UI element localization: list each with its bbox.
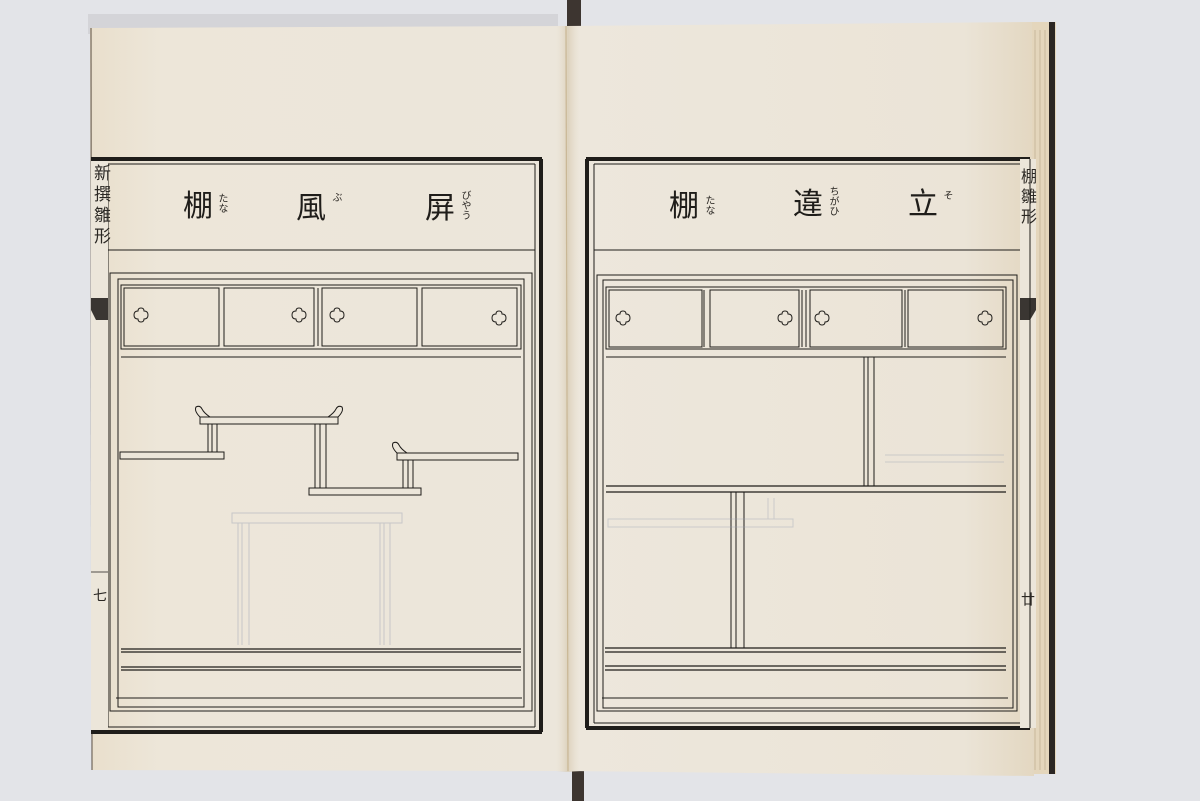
door-pull-icon bbox=[133, 307, 507, 326]
door-pull-icon bbox=[615, 310, 993, 326]
left-margin-tab bbox=[91, 157, 108, 734]
spine-top bbox=[567, 0, 581, 28]
ghost-show-through bbox=[607, 454, 1004, 528]
right-margin-tab bbox=[1020, 159, 1036, 728]
left-staggered-shelves bbox=[119, 405, 519, 496]
left-page bbox=[90, 26, 568, 771]
spine-bottom bbox=[572, 770, 584, 801]
right-page bbox=[566, 22, 1034, 776]
ghost-show-through bbox=[231, 512, 403, 645]
back-cover-edge bbox=[1049, 22, 1055, 774]
right-frame bbox=[585, 157, 1030, 730]
